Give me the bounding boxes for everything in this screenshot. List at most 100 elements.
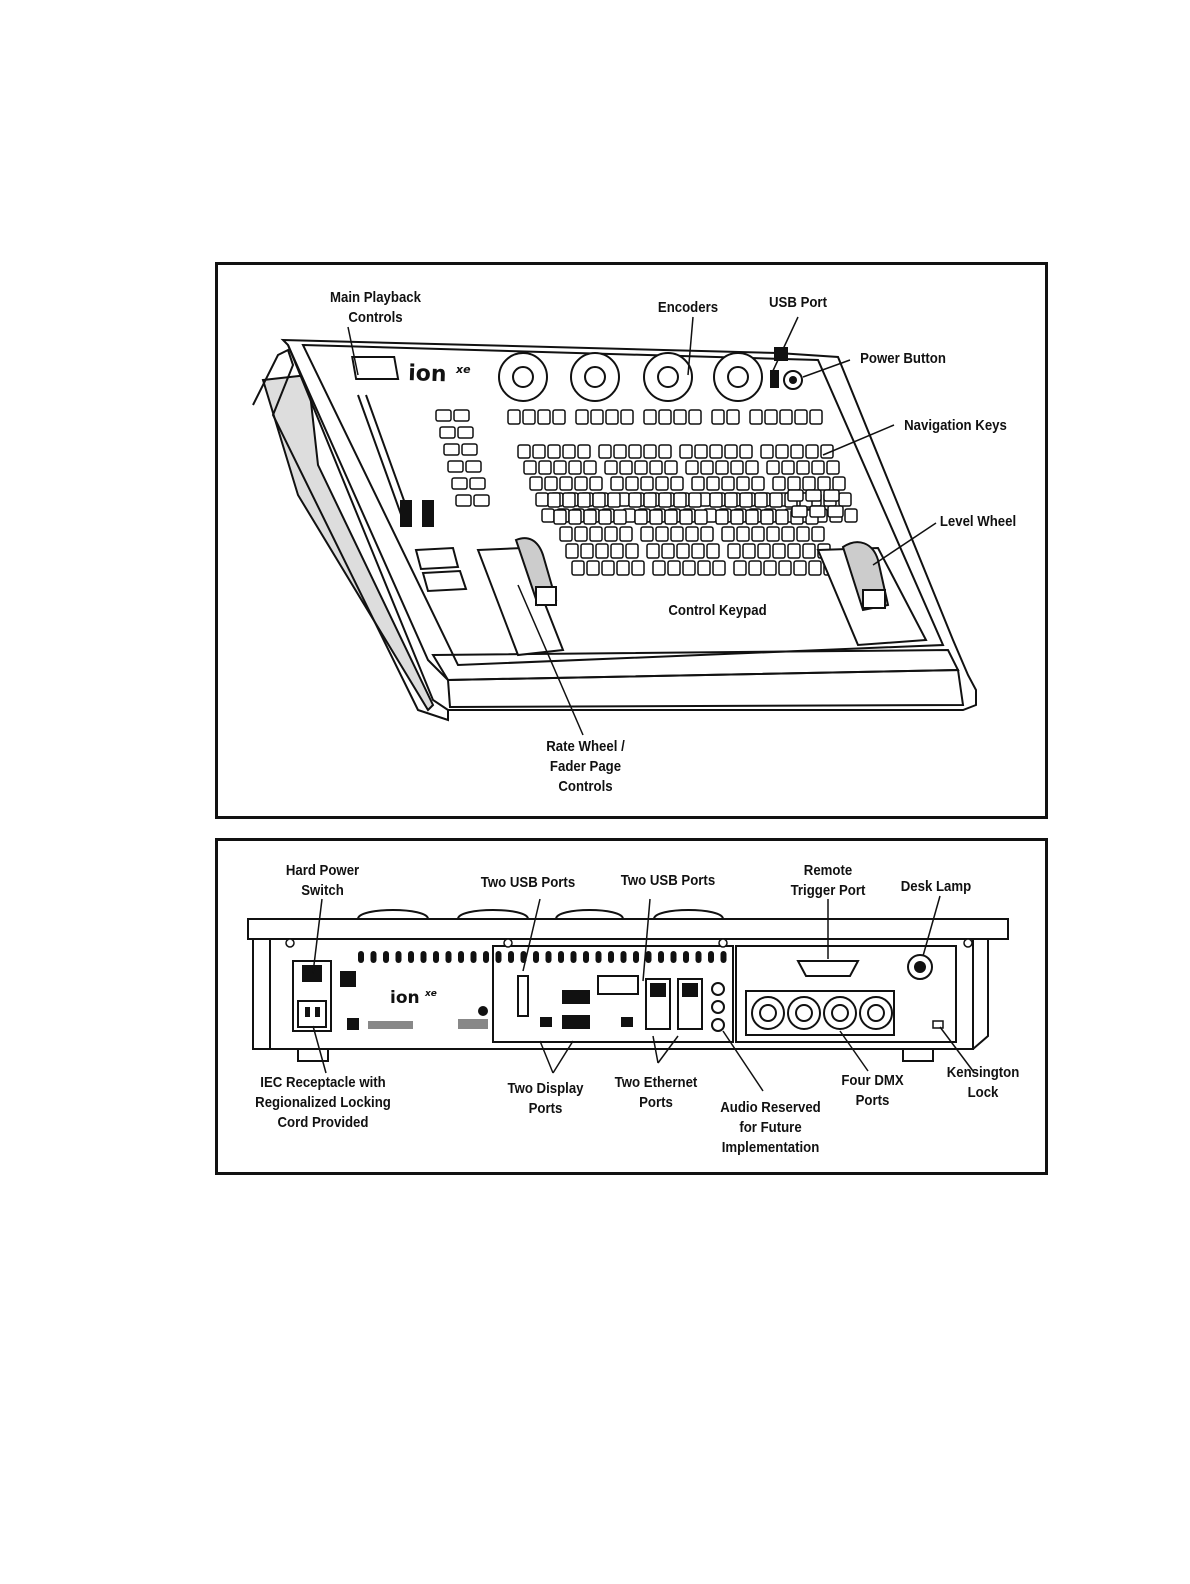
keypad-key — [775, 509, 789, 525]
rear-view-panel: ion xe — [215, 838, 1048, 1175]
keypad-key — [610, 476, 624, 491]
keypad-key — [670, 526, 684, 542]
keypad-key — [643, 409, 657, 425]
keypad-key — [779, 409, 793, 425]
keypad-key — [805, 444, 819, 459]
keypad-key — [552, 409, 566, 425]
keypad-key — [643, 444, 657, 459]
keypad-key — [781, 460, 795, 475]
keypad-key — [640, 476, 654, 491]
label-two-display-ports: Two Display Ports — [507, 1080, 584, 1117]
keypad-key — [700, 526, 714, 542]
vent-slot — [620, 951, 627, 963]
keypad-key — [817, 476, 831, 491]
label-power-button: Power Button — [860, 350, 946, 367]
keypad-key — [775, 444, 789, 459]
keypad-key — [709, 444, 723, 459]
keypad-key — [751, 526, 765, 542]
keypad-key — [764, 409, 778, 425]
keypad-key — [772, 476, 786, 491]
keypad-key — [757, 543, 771, 559]
keypad-key — [586, 560, 600, 576]
label-two-usb-ports-left: Two USB Ports — [480, 874, 576, 891]
keypad-key — [721, 476, 735, 491]
keypad-key — [658, 444, 672, 459]
keypad-key — [541, 508, 555, 523]
keypad-key — [808, 560, 822, 576]
vent-slot — [483, 951, 489, 963]
rear-usb-ports — [540, 1017, 633, 1027]
keypad-key — [628, 444, 642, 459]
label-four-dmx-ports: Four DMX Ports — [841, 1072, 904, 1109]
display-ports — [517, 975, 639, 1029]
keypad-key — [619, 526, 633, 542]
ethernet-ports — [645, 978, 703, 1030]
vent-slot — [395, 951, 402, 963]
keypad-key — [688, 409, 702, 425]
keypad-key — [685, 460, 699, 475]
keypad-key — [712, 560, 726, 576]
main-faders — [357, 394, 434, 527]
keypad-key — [748, 560, 762, 576]
keypad-key — [562, 444, 576, 459]
keypad-key — [691, 476, 705, 491]
label-two-usb-ports-right: Two USB Ports — [620, 872, 716, 889]
vent-slot — [683, 951, 689, 963]
keypad-key — [667, 560, 681, 576]
vent-slot — [370, 951, 377, 963]
keypad-key — [706, 543, 720, 559]
keypad-key — [465, 460, 482, 473]
keypad-key — [547, 492, 561, 508]
keypad-key — [760, 444, 774, 459]
vent-slot — [720, 951, 727, 963]
rate-wheel-housing — [476, 537, 565, 657]
keypad-key — [700, 460, 714, 475]
keypad-key — [787, 489, 804, 502]
keypad-key — [769, 492, 783, 508]
keypad-key — [547, 444, 561, 459]
audio-jacks — [711, 982, 725, 1032]
remote-trigger-connector — [796, 960, 860, 977]
keypad-key — [844, 508, 858, 523]
keypad-key — [595, 543, 609, 559]
keypad-key — [469, 477, 486, 490]
keypad-key — [592, 492, 606, 508]
keypad-key — [507, 409, 521, 425]
keypad-key — [544, 476, 558, 491]
keypad-key — [715, 509, 729, 525]
keypad-key — [613, 444, 627, 459]
keypad-key — [787, 476, 801, 491]
keypad-key — [649, 460, 663, 475]
keypad-key — [571, 560, 585, 576]
keypad-key — [809, 505, 826, 518]
keypad-key — [643, 492, 657, 508]
keypad-key — [443, 443, 460, 456]
keypad-key — [823, 489, 840, 502]
keypad-key — [739, 444, 753, 459]
vent-slot — [558, 951, 564, 963]
keypad-key — [625, 543, 639, 559]
console-rear-illustration: ion xe — [247, 895, 1009, 1092]
keypad-key — [435, 409, 452, 422]
keypad-key — [736, 526, 750, 542]
keypad-key — [724, 444, 738, 459]
keypad-key — [736, 476, 750, 491]
vent-slot — [533, 951, 539, 963]
keypad-key — [754, 492, 768, 508]
keypad-key — [733, 560, 747, 576]
keypad-key — [457, 426, 474, 439]
keypad-key — [649, 509, 663, 525]
keypad-key — [691, 543, 705, 559]
vent-slot — [570, 951, 577, 963]
keypad-key — [809, 409, 823, 425]
go-stop-buttons — [414, 546, 468, 593]
keypad-key — [727, 543, 741, 559]
keypad-key — [451, 477, 468, 490]
compliance-marks — [368, 1021, 413, 1029]
keypad-key — [655, 526, 669, 542]
keypad-key — [772, 543, 786, 559]
keypad-key — [760, 509, 774, 525]
keypad-key — [676, 543, 690, 559]
keypad-key — [598, 509, 612, 525]
keypad-key — [605, 409, 619, 425]
